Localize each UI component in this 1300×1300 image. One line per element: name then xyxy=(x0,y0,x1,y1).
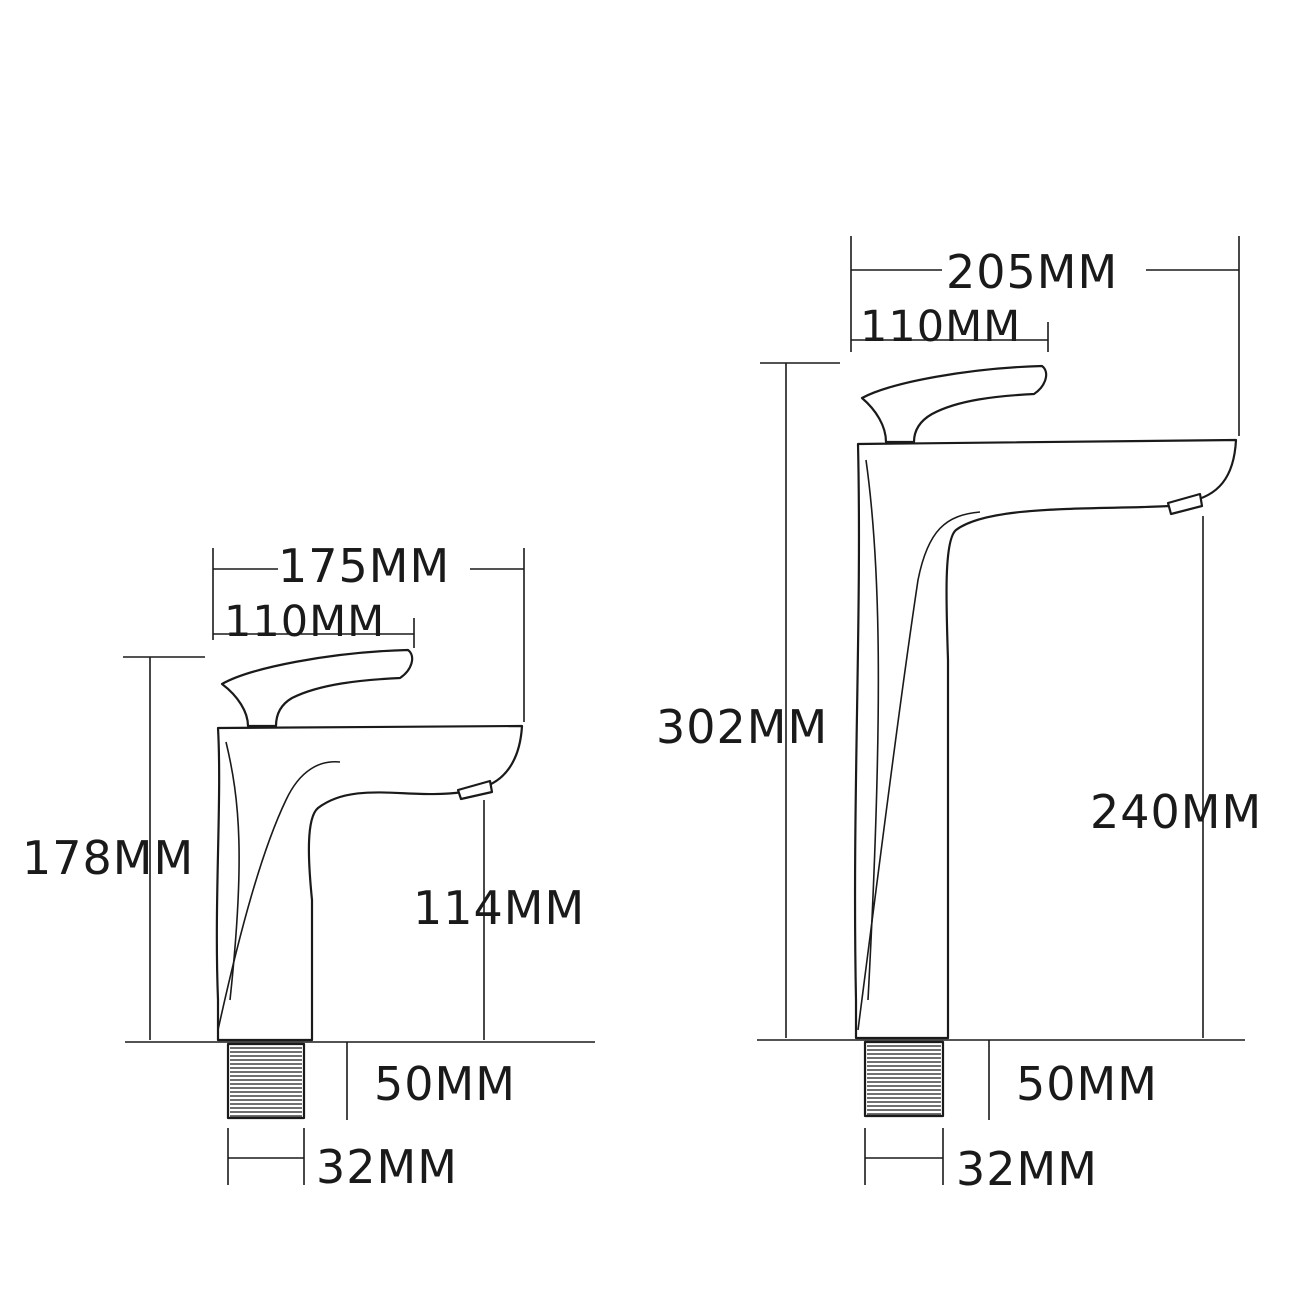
tall-thread-shank xyxy=(863,1040,945,1118)
small-total-height-label: 178MM xyxy=(22,831,194,885)
tall-handle-width-label: 110MM xyxy=(860,302,1021,352)
tall-overall-width-label: 205MM xyxy=(946,245,1118,299)
tall-spout-height-label: 240MM xyxy=(1090,785,1262,839)
small-overall-width-label: 175MM xyxy=(278,539,450,593)
small-aerator xyxy=(456,779,494,801)
small-handle-width-label: 110MM xyxy=(224,597,385,647)
small-spout-height-label: 114MM xyxy=(413,881,585,935)
tall-body-bevel-2 xyxy=(865,459,880,1001)
tall-handle xyxy=(860,364,1048,444)
small-faucet: 175MM 110MM 178MM 114MM 50MM 32MM xyxy=(22,539,595,1194)
small-thread-shank xyxy=(226,1042,306,1120)
small-body-bevel-2 xyxy=(225,741,240,1001)
small-thread-length-label: 50MM xyxy=(374,1057,516,1111)
tall-body-bevel xyxy=(857,511,981,1031)
tall-aerator xyxy=(1166,492,1204,516)
tall-faucet: 205MM 110MM 302MM 240MM 50MM 32MM xyxy=(656,236,1262,1196)
tall-thread-length-label: 50MM xyxy=(1016,1057,1158,1111)
small-thread-diameter-label: 32MM xyxy=(316,1140,458,1194)
tall-total-height-label: 302MM xyxy=(656,700,828,754)
tall-thread-diameter-label: 32MM xyxy=(956,1142,1098,1196)
small-handle xyxy=(220,648,414,728)
tall-faucet-body xyxy=(853,438,1238,1040)
